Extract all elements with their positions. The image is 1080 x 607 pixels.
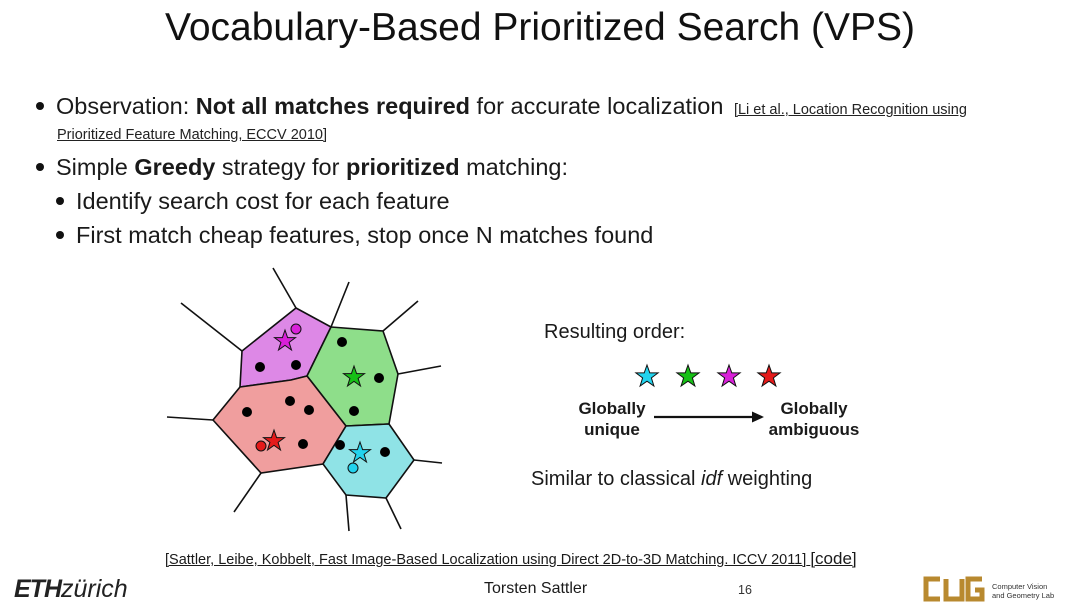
feature-points	[242, 337, 390, 457]
footer-reference[interactable]: [Sattler, Leibe, Kobbelt, Fast Image-Bas…	[165, 549, 857, 569]
label-line: Globally	[780, 399, 848, 418]
page-number: 16	[738, 583, 752, 597]
bullet-text: strategy for	[215, 154, 346, 180]
sub-bullet-cheap-first: First match cheap features, stop once N …	[56, 222, 653, 249]
bullet-text: First match cheap features, stop once N …	[76, 222, 654, 248]
label-globally-ambiguous: Globally ambiguous	[762, 398, 866, 440]
lab-name: Computer Vision and Geometry Lab	[992, 582, 1054, 600]
reference-link-li[interactable]: [Li et al., Location Recognition using	[733, 102, 967, 118]
voronoi-cell-cyan	[322, 423, 415, 499]
star-magenta-icon	[272, 328, 298, 352]
lab-name-line: Computer Vision	[992, 582, 1048, 591]
order-star-cyan-icon	[634, 363, 660, 388]
order-star-green-icon	[675, 363, 701, 388]
bullet-bold-text: Greedy	[134, 154, 216, 180]
label-line: ambiguous	[768, 420, 860, 439]
order-heading: Resulting order:	[544, 321, 686, 343]
bullet-greedy: Simple Greedy strategy for prioritized m…	[36, 154, 568, 181]
order-star-red-icon	[756, 363, 782, 388]
voronoi-edges	[166, 267, 443, 532]
bullet-bold-text: Not all matches required	[195, 93, 471, 119]
star-cyan-icon	[347, 440, 373, 464]
label-globally-unique: Globally unique	[570, 398, 654, 440]
logo-eth: ETH	[14, 575, 62, 603]
voronoi-diagram	[166, 267, 443, 532]
reference-link-sattler[interactable]: [Sattler, Leibe, Kobbelt, Fast Image-Bas…	[165, 552, 807, 568]
bullet-dot	[36, 101, 44, 110]
note-text: weighting	[722, 468, 813, 490]
logo-zurich: zürich	[61, 575, 128, 603]
lab-name-line: and Geometry Lab	[992, 591, 1055, 600]
bullet-text: Observation:	[56, 93, 196, 119]
bullet-dot	[56, 196, 64, 205]
label-line: unique	[584, 420, 640, 439]
bullet-text: for accurate localization	[470, 93, 724, 119]
bullet-text: matching:	[459, 154, 568, 180]
bullet-observation: Observation: Not all matches required fo…	[36, 93, 967, 120]
idf-note: Similar to classical idf weighting	[531, 468, 812, 491]
order-arrow	[654, 411, 764, 423]
star-green-icon	[341, 364, 367, 388]
star-red-icon	[261, 428, 287, 452]
query-point-cyan	[347, 462, 359, 474]
reference-link-li-cont[interactable]: Prioritized Feature Matching, ECCV 2010]	[57, 127, 327, 143]
code-link[interactable]: [code]	[810, 549, 857, 568]
order-star-magenta-icon	[716, 363, 742, 388]
order-stars	[634, 363, 782, 388]
bullet-text: Identify search cost for each feature	[76, 188, 450, 214]
query-point-magenta	[290, 323, 302, 335]
note-emphasis: idf	[701, 468, 723, 490]
bullet-dot	[36, 162, 44, 171]
query-point-red	[255, 440, 267, 452]
slide-title: Vocabulary-Based Prioritized Search (VPS…	[164, 6, 915, 49]
bullet-dot	[56, 230, 64, 239]
eth-zurich-logo: ETHzürich	[14, 575, 128, 604]
sub-bullet-search-cost: Identify search cost for each feature	[56, 188, 450, 215]
bullet-bold-text: prioritized	[345, 154, 460, 180]
cvg-logo-icon	[923, 576, 985, 602]
author-name: Torsten Sattler	[484, 580, 588, 597]
note-text: Similar to classical	[531, 468, 702, 490]
bullet-text: Simple	[56, 154, 135, 180]
label-line: Globally	[578, 399, 646, 418]
